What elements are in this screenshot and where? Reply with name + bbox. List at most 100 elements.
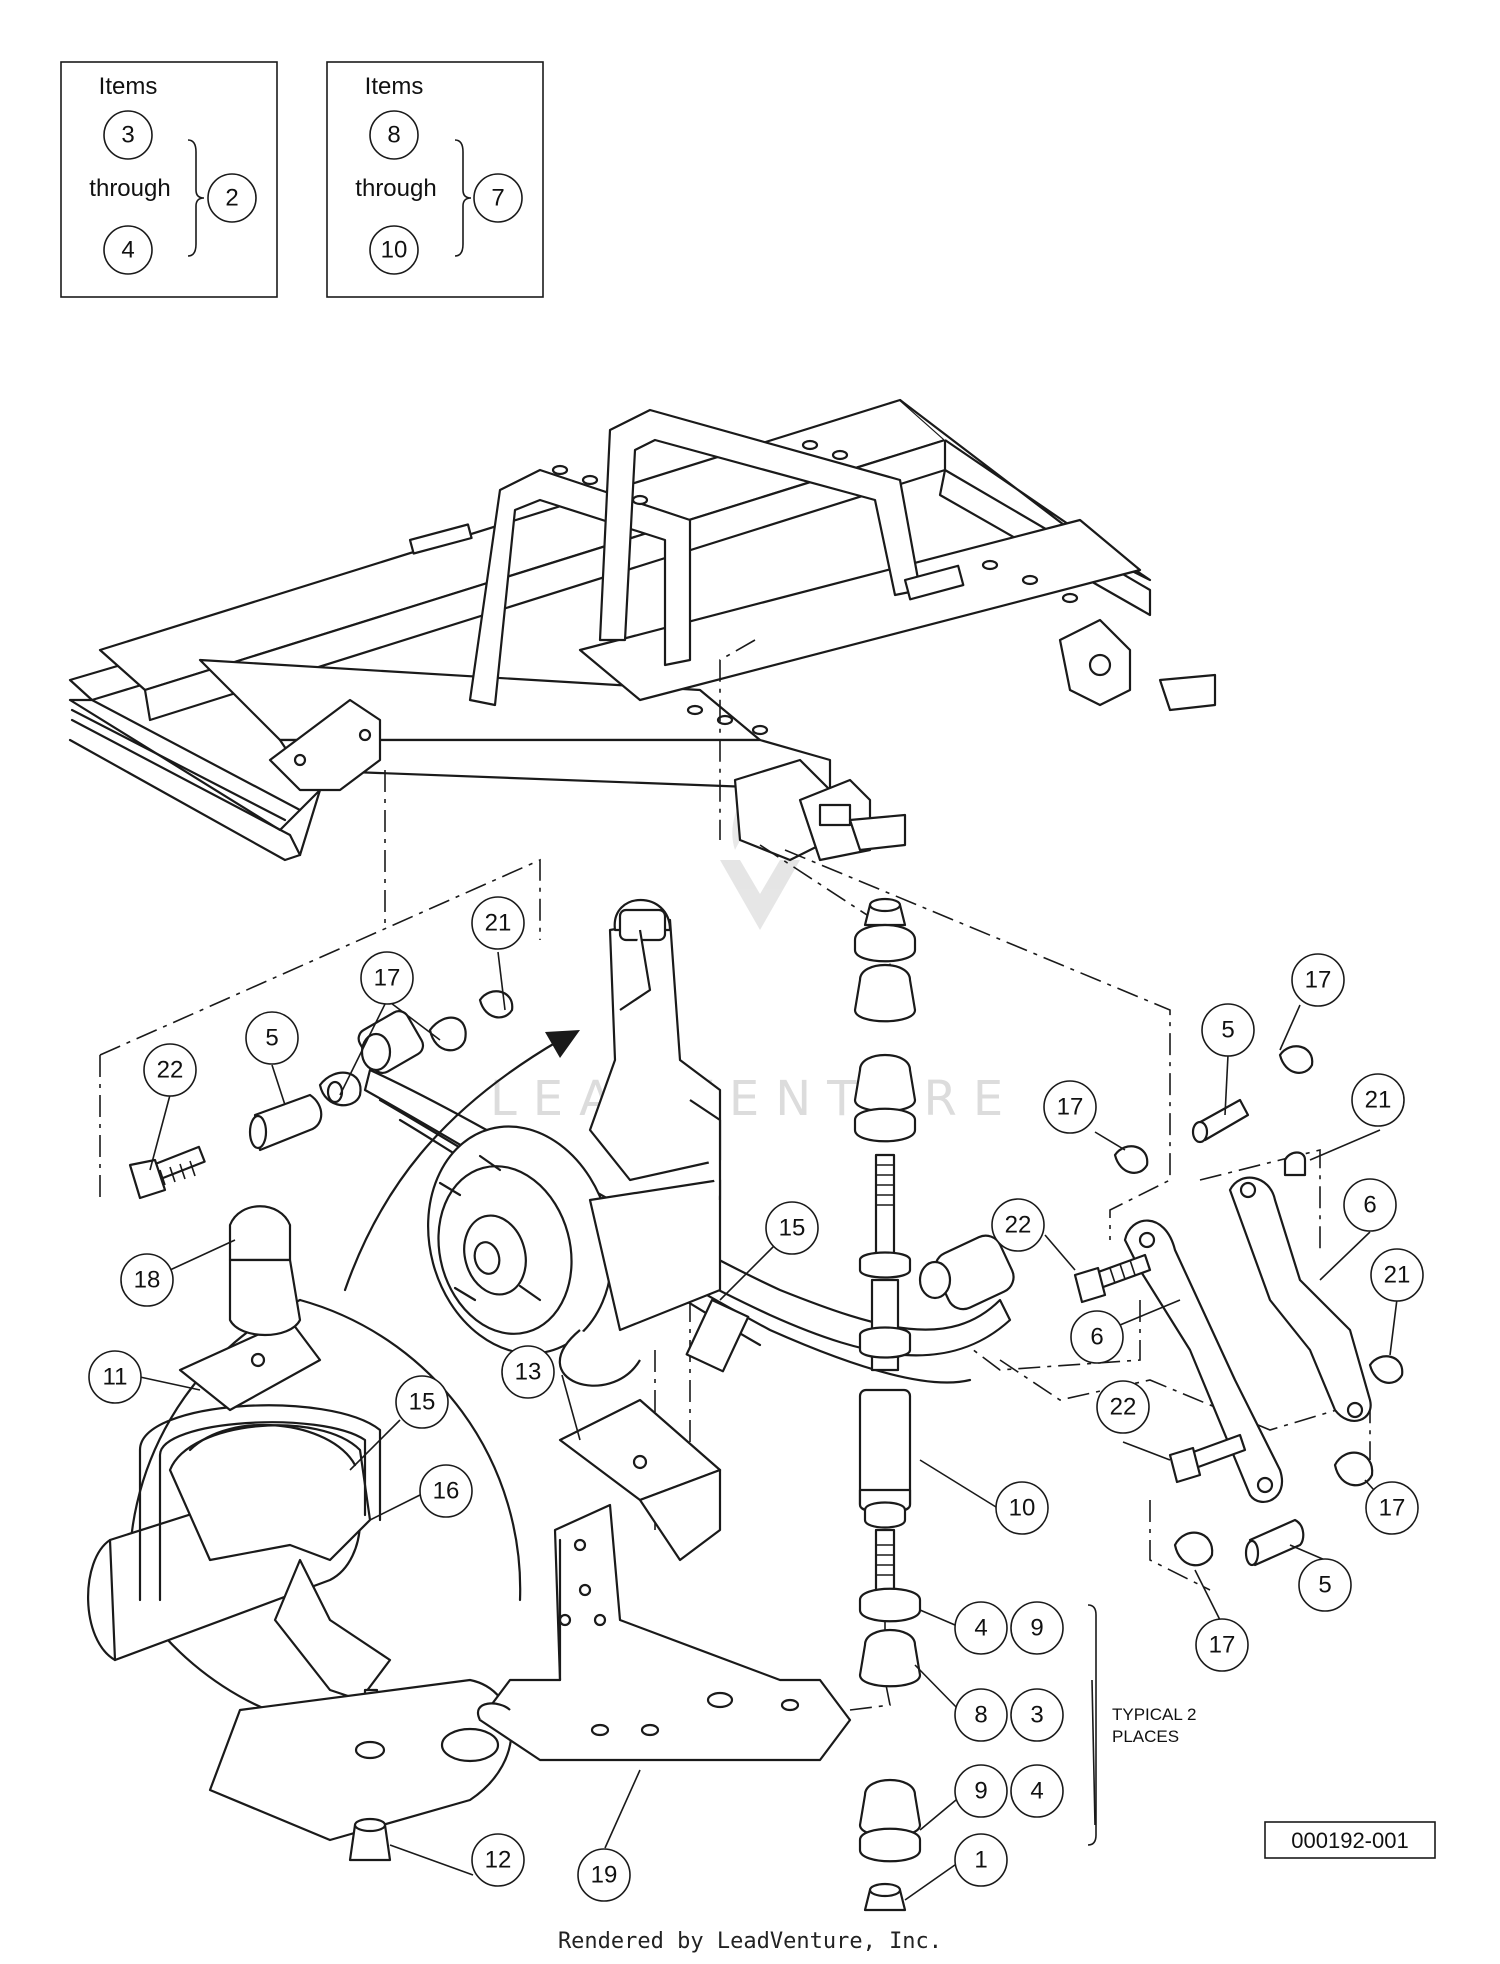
svg-text:1: 1	[974, 1847, 987, 1874]
callout-6-a: 6	[1343, 1178, 1397, 1232]
svg-text:8: 8	[387, 122, 400, 149]
callout-17-a: 17	[360, 951, 414, 1005]
callout-17-d: 17	[1365, 1481, 1419, 1535]
legend-2-middle: through	[355, 175, 436, 202]
svg-text:18: 18	[134, 1267, 161, 1294]
svg-text:15: 15	[779, 1215, 806, 1242]
callouts: 21 17 5 22 18 11 15 16 15 13 19 12 10 4 …	[88, 896, 1424, 1902]
svg-text:22: 22	[157, 1057, 184, 1084]
figure-id: 000192-001	[1291, 1828, 1408, 1853]
svg-text:4: 4	[121, 237, 134, 264]
bracket-13	[558, 1398, 722, 1562]
svg-text:4: 4	[1030, 1778, 1043, 1805]
callout-21-c: 21	[1370, 1248, 1424, 1302]
svg-text:17: 17	[374, 965, 401, 992]
bracket-19	[476, 1503, 852, 1762]
svg-text:8: 8	[974, 1702, 987, 1729]
detail-view	[87, 1205, 522, 1862]
callout-8-a: 8	[954, 1688, 1008, 1742]
callout-4-b: 4	[1010, 1764, 1064, 1818]
legend-1-top-callout: 3	[103, 110, 153, 160]
callout-5-c: 5	[1298, 1558, 1352, 1612]
svg-text:15: 15	[409, 1389, 436, 1416]
legend-1-middle: through	[89, 175, 170, 202]
svg-text:10: 10	[1009, 1495, 1036, 1522]
legend-2-title: Items	[365, 73, 424, 100]
callout-22-a: 22	[143, 1043, 197, 1097]
callout-16: 16	[419, 1464, 473, 1518]
svg-text:5: 5	[265, 1025, 278, 1052]
legend-1-bottom-callout: 4	[103, 225, 153, 275]
legend-1-title: Items	[99, 73, 158, 100]
footer-credit: Rendered by LeadVenture, Inc.	[558, 1929, 942, 1954]
svg-text:22: 22	[1110, 1394, 1137, 1421]
callout-15-b: 15	[765, 1201, 819, 1255]
svg-text:21: 21	[485, 910, 512, 937]
legend-1-result-callout: 2	[207, 173, 257, 223]
note-line-1: TYPICAL 2	[1112, 1705, 1196, 1724]
detail-arrow	[343, 1030, 580, 1292]
svg-text:17: 17	[1305, 967, 1332, 994]
svg-text:2: 2	[225, 185, 238, 212]
legend-box-1: Items 3 through 4 2	[60, 61, 278, 298]
svg-text:17: 17	[1057, 1094, 1084, 1121]
legend-box-2: Items 8 through 10 7	[326, 61, 544, 298]
svg-text:13: 13	[515, 1359, 542, 1386]
svg-text:21: 21	[1365, 1087, 1392, 1114]
svg-text:3: 3	[121, 122, 134, 149]
callout-15-a: 15	[395, 1375, 449, 1429]
svg-text:5: 5	[1221, 1017, 1234, 1044]
svg-text:4: 4	[974, 1615, 987, 1642]
callout-5-a: 5	[245, 1011, 299, 1065]
figure-id-box: 000192-001	[1264, 1821, 1436, 1859]
svg-text:9: 9	[1030, 1615, 1043, 1642]
watermark-text: LEADVENTURE	[490, 1071, 1019, 1127]
svg-text:10: 10	[381, 237, 408, 264]
callout-5-b: 5	[1201, 1003, 1255, 1057]
callout-22-b: 22	[991, 1198, 1045, 1252]
svg-text:21: 21	[1384, 1262, 1411, 1289]
callout-6-b: 6	[1070, 1310, 1124, 1364]
svg-text:3: 3	[1030, 1702, 1043, 1729]
svg-text:22: 22	[1005, 1212, 1032, 1239]
callout-17-e: 17	[1195, 1618, 1249, 1672]
callout-13: 13	[501, 1345, 555, 1399]
svg-text:6: 6	[1363, 1192, 1376, 1219]
callout-12: 12	[471, 1833, 525, 1887]
callout-4-a: 4	[954, 1601, 1008, 1655]
svg-text:12: 12	[485, 1847, 512, 1874]
legend-2-top-callout: 8	[369, 110, 419, 160]
callout-11: 11	[88, 1350, 142, 1404]
svg-text:17: 17	[1379, 1495, 1406, 1522]
legend-2-bottom-callout: 10	[369, 225, 419, 275]
callout-9-a: 9	[1010, 1601, 1064, 1655]
right-hardware	[1073, 1045, 1404, 1567]
callout-17-c: 17	[1043, 1080, 1097, 1134]
callout-22-c: 22	[1096, 1380, 1150, 1434]
callout-9-b: 9	[954, 1764, 1008, 1818]
shock-absorber	[853, 897, 922, 1912]
svg-text:16: 16	[433, 1478, 460, 1505]
svg-text:19: 19	[591, 1862, 618, 1889]
typical-note: TYPICAL 2 PLACES	[1087, 1604, 1196, 1846]
svg-text:11: 11	[103, 1364, 128, 1391]
callout-17-b: 17	[1291, 953, 1345, 1007]
callout-1: 1	[954, 1833, 1008, 1887]
callout-10: 10	[995, 1481, 1049, 1535]
leader-lines	[139, 951, 1401, 1901]
callout-21-a: 21	[471, 896, 525, 950]
callout-3-a: 3	[1010, 1688, 1064, 1742]
svg-text:6: 6	[1090, 1324, 1103, 1351]
svg-text:17: 17	[1209, 1632, 1236, 1659]
vehicle-frame	[68, 398, 1217, 862]
svg-text:7: 7	[491, 185, 504, 212]
legend-2-result-callout: 7	[473, 173, 523, 223]
callout-21-b: 21	[1351, 1073, 1405, 1127]
svg-text:5: 5	[1318, 1572, 1331, 1599]
callout-19: 19	[577, 1848, 631, 1902]
note-line-2: PLACES	[1112, 1727, 1179, 1746]
axle-hub	[427, 898, 722, 1387]
svg-text:9: 9	[974, 1778, 987, 1805]
callout-18: 18	[120, 1253, 174, 1307]
